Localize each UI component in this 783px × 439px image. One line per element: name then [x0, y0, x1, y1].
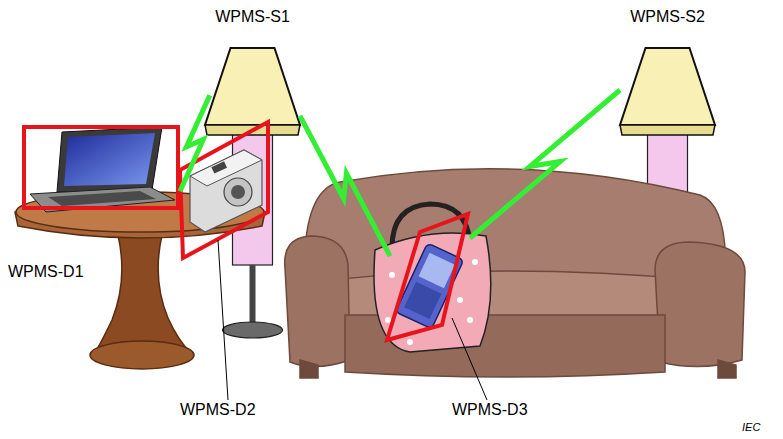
device-outline: WPMS-D1	[22, 125, 180, 210]
leader-line	[218, 240, 228, 400]
device-label: WPMS-D1	[8, 262, 108, 282]
device-label: WPMS-D3	[452, 400, 552, 420]
laptop-illustration	[30, 127, 175, 212]
device-label: WPMS-S1	[200, 7, 305, 27]
wireless-link-bolt	[300, 116, 390, 256]
device-label: WPMS-S2	[615, 7, 720, 27]
red-outline	[385, 212, 470, 342]
wireless-link-bolt	[180, 95, 210, 191]
leader-line	[452, 318, 487, 400]
red-outline	[22, 125, 180, 210]
device-label: WPMS-D2	[180, 400, 280, 420]
handbag-illustration	[374, 204, 491, 352]
wireless-link-bolt	[470, 90, 620, 238]
device-outline: WPMS-D3	[385, 212, 470, 342]
source-mark: IEC	[742, 421, 760, 433]
